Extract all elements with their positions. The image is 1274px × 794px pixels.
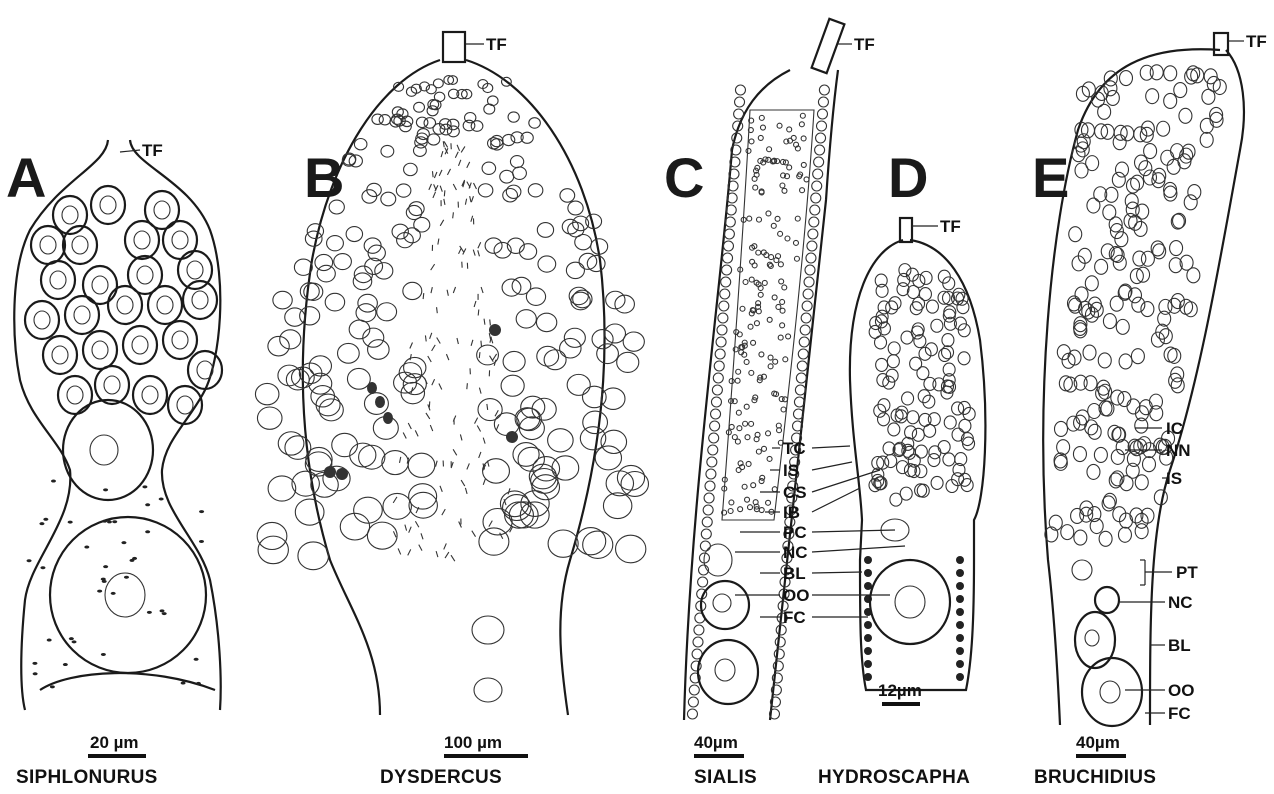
panel-a-drawing [14,140,222,710]
tf-label-d: TF [940,218,961,235]
label-fc-cd: FC [783,609,806,626]
label-fc-e: FC [1168,705,1191,722]
scale-label-b: 100 µm [444,734,502,751]
panel-letter-c: C [664,150,704,206]
panel-letter-a: A [6,150,46,206]
scale-label-a: 20 µm [90,734,139,751]
genus-label-c: SIALIS [694,768,757,787]
panel-d-drawing [850,218,986,690]
label-cs: CS [783,484,807,501]
label-pt: PT [1176,564,1198,581]
tf-label-e: TF [1246,33,1267,50]
label-ib: IB [783,504,800,521]
scale-bar-d [882,702,920,706]
genus-label-e: BRUCHIDIUS [1034,768,1156,787]
scale-bar-a [88,754,146,758]
panel-letter-d: D [888,150,928,206]
label-nc-e: NC [1168,594,1193,611]
panel-letter-b: B [304,150,344,206]
label-ic: IC [1166,420,1183,437]
scale-bar-c [694,754,744,758]
genus-label-b: DYSDERCUS [380,768,502,787]
label-oo-cd: OO [783,587,809,604]
panel-e-drawing [1043,33,1244,726]
label-is-cd: IS [783,462,799,479]
label-nc-cd: NC [783,544,808,561]
panel-b-drawing [255,32,648,715]
scale-label-c: 40µm [694,734,738,751]
label-nn: NN [1166,442,1191,459]
scale-bar-b [444,754,528,758]
label-is-e: IS [1166,470,1182,487]
label-bl-cd: BL [783,565,806,582]
label-oo-e: OO [1168,682,1194,699]
label-tc: TC [783,440,806,457]
panel-letter-e: E [1032,150,1069,206]
tf-label-c: TF [854,36,875,53]
scale-label-e: 40µm [1076,734,1120,751]
tf-label-a: TF [142,142,163,159]
scale-bar-e [1076,754,1126,758]
panel-c-drawing [684,19,844,720]
genus-label-d: HYDROSCAPHA [818,768,970,787]
label-bl-e: BL [1168,637,1191,654]
tf-label-b: TF [486,36,507,53]
scale-label-d: 12µm [878,682,922,699]
label-pc: PC [783,524,807,541]
genus-label-a: SIPHLONURUS [16,768,158,787]
